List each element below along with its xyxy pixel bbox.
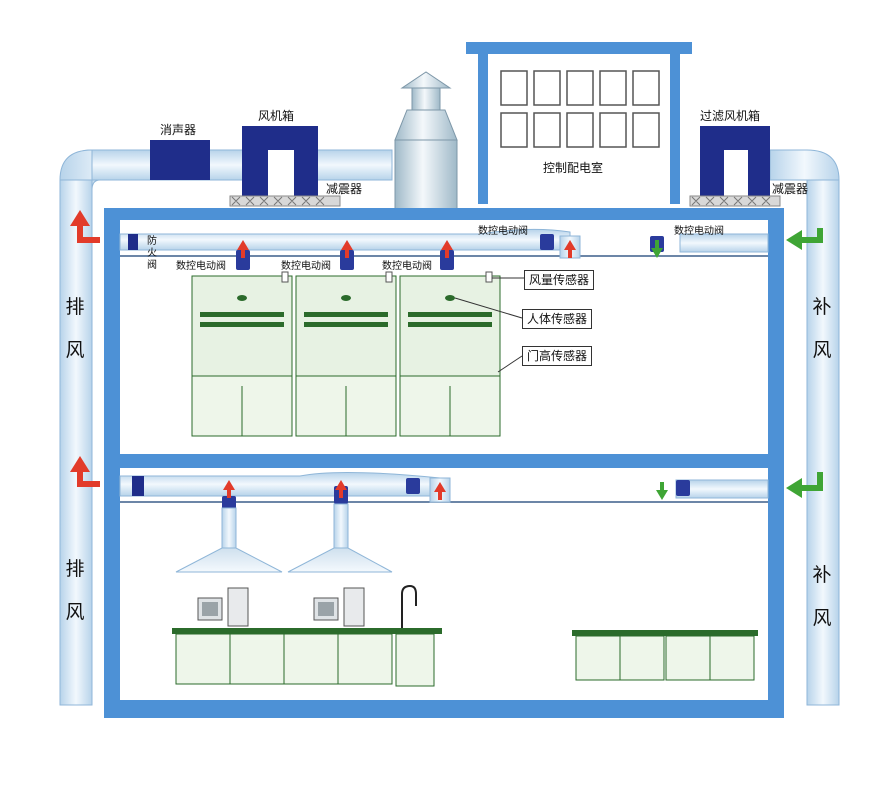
exhaust-big-arrow-upper (70, 210, 100, 243)
fire-damper-label: 防火阀 (147, 236, 157, 271)
silencer (150, 140, 210, 180)
valve-label-upper-far-right: 数控电动阀 (674, 226, 724, 237)
valve-label-upper-right: 数控电动阀 (478, 226, 528, 237)
silencer-label: 消声器 (160, 123, 197, 137)
supply-label-lower: 补 风 (812, 564, 832, 629)
exhaust-label-lower: 排 风 (65, 558, 85, 623)
fume-hood-1 (191, 275, 293, 437)
exhaust-flow-arrows-lower (223, 480, 446, 500)
supply-big-arrow-lower (786, 472, 823, 498)
fire-damper (128, 234, 138, 250)
fan-box-label: 风机箱 (258, 109, 295, 123)
supply-label-upper: 补 风 (812, 296, 832, 361)
lab-bench (172, 584, 442, 687)
control-room-building (466, 42, 692, 204)
supply-flow-arrow-lower-small (656, 482, 668, 500)
filter-fan-box-label: 过滤风机箱 (700, 109, 761, 123)
computer-2 (313, 587, 365, 627)
canopy-hoods (175, 503, 393, 573)
exhaust-riser (59, 149, 161, 706)
lower-exhaust-duct (119, 471, 769, 514)
computer-1 (197, 587, 249, 627)
supply-riser (769, 149, 840, 706)
storage-cabinets (572, 630, 758, 681)
supply-flow-arrow-upper-small (651, 240, 663, 258)
fume-hood-3 (399, 275, 501, 437)
exhaust-big-arrow-lower (70, 456, 100, 487)
valve-label-hood-3: 数控电动阀 (382, 261, 432, 272)
body-sensor-label: 人体传感器 (522, 309, 593, 330)
exhaust-flow-arrows-upper (237, 240, 576, 258)
upper-exhaust-duct (119, 228, 769, 270)
filter-fan-box (689, 126, 781, 207)
sash-sensor-label: 门高传感器 (522, 346, 593, 367)
damping-left-label: 减震器 (326, 182, 363, 196)
roof-exhaust-duct (91, 126, 393, 207)
control-room-label: 控制配电室 (543, 161, 604, 175)
airflow-sensor-label: 风量传感器 (524, 270, 595, 291)
supply-big-arrow-upper (786, 228, 823, 250)
fume-hoods (191, 271, 524, 437)
exhaust-label-upper: 排 风 (65, 296, 85, 361)
scrubber-tower (394, 71, 458, 211)
fume-hood-2 (295, 275, 397, 437)
damping-pad-left (229, 195, 341, 207)
valve-label-hood-1: 数控电动阀 (176, 261, 226, 272)
valve-label-hood-2: 数控电动阀 (281, 261, 331, 272)
damping-right-label: 减震器 (772, 182, 809, 196)
